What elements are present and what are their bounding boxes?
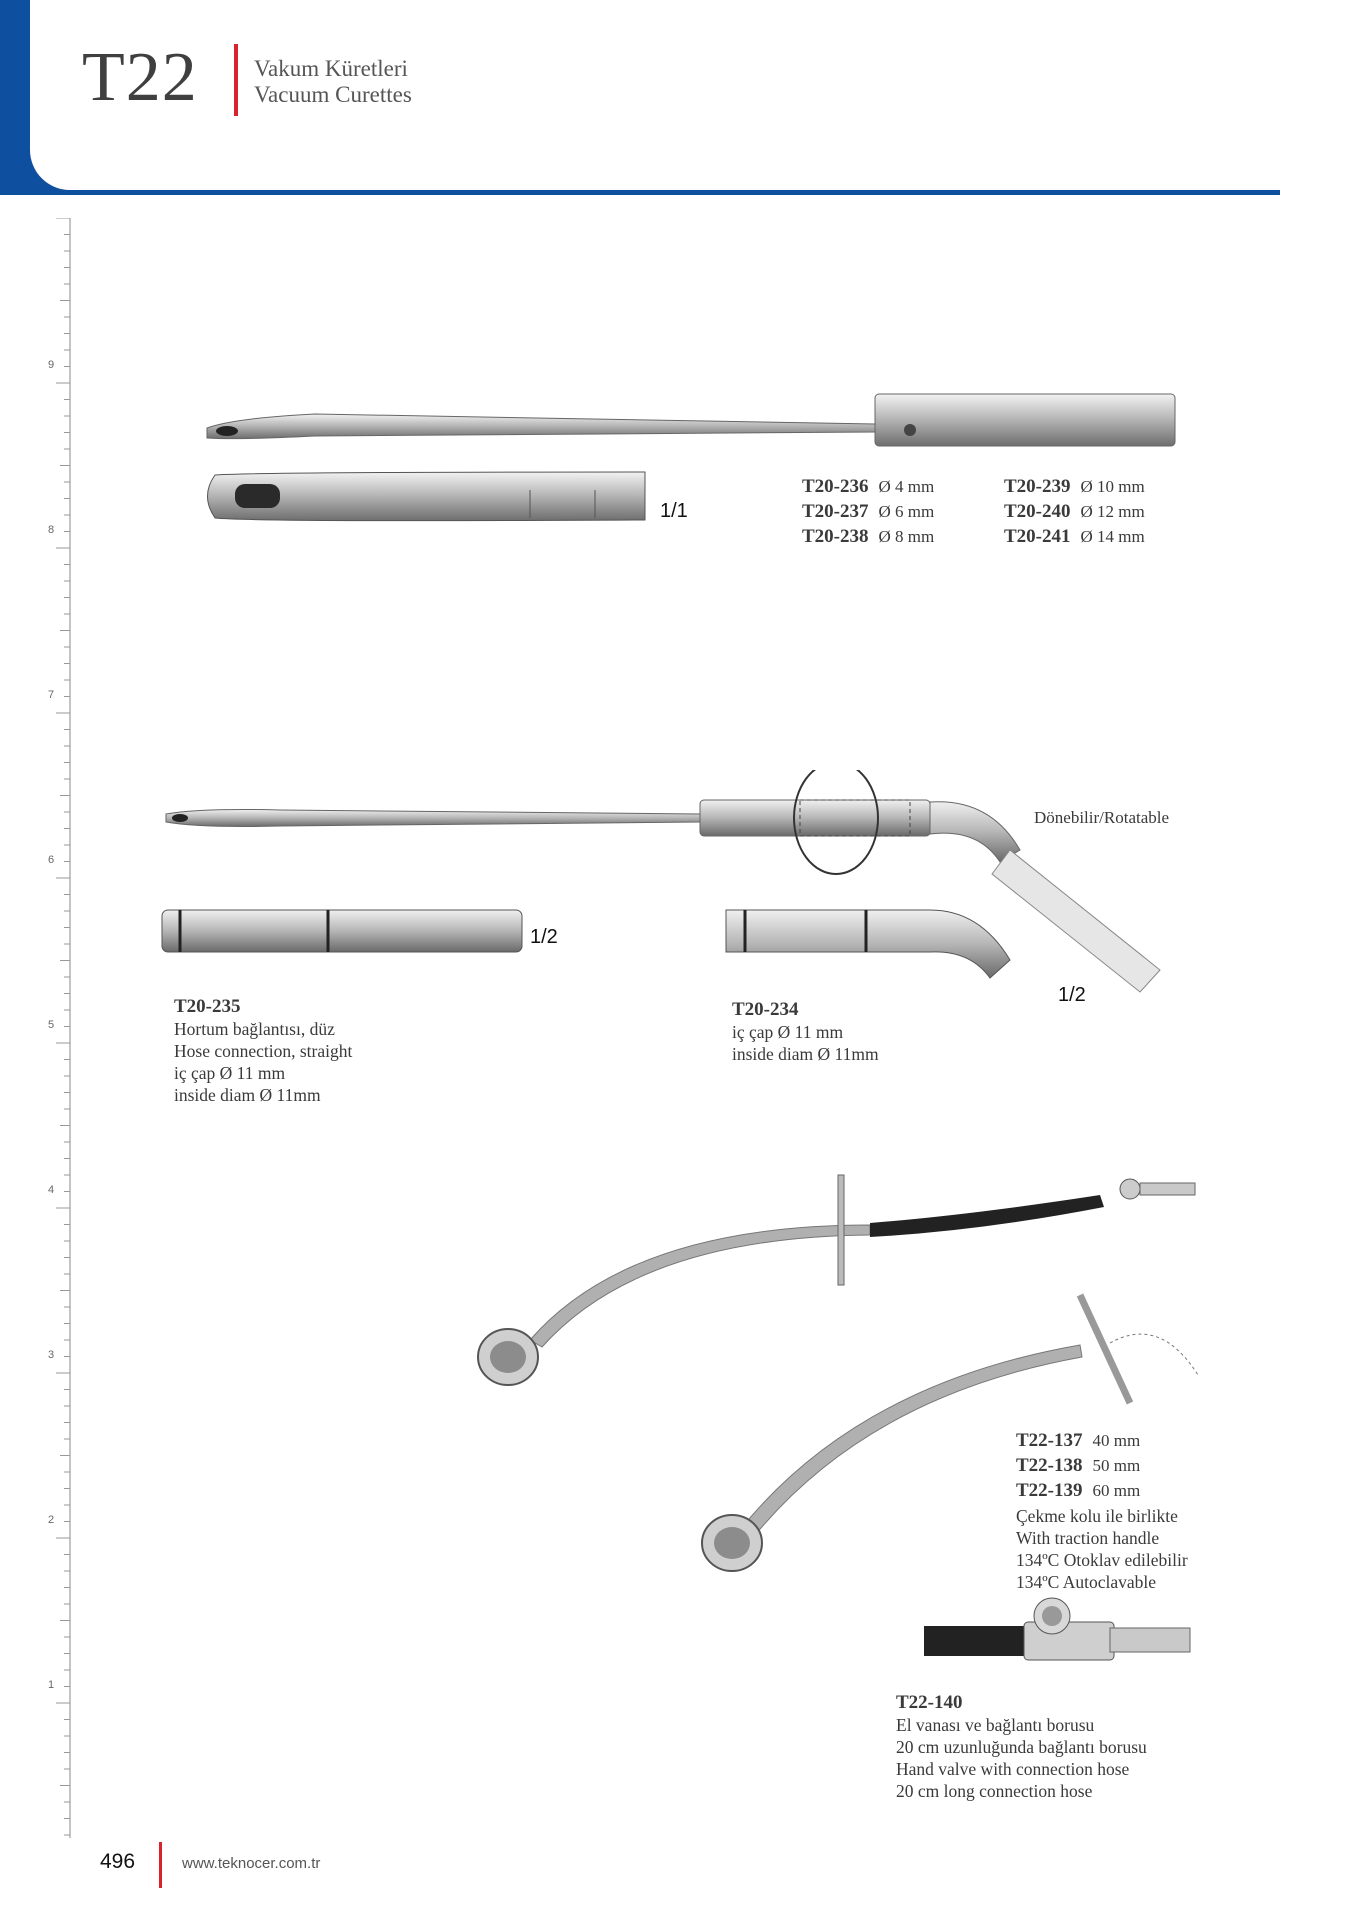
desc-line: Hortum bağlantısı, düz	[174, 1019, 335, 1039]
product-code: T22-140	[896, 1692, 963, 1713]
product-spec: 50 mm	[1092, 1456, 1141, 1475]
product-row-T20-239: T20-239 Ø 10 mm	[1004, 476, 1145, 498]
hand-valve-image	[924, 1597, 1191, 1661]
product-block-T20-234: T20-234 iç çap Ø 11 mm inside diam Ø 11m…	[732, 999, 879, 1065]
ruler-mark-6: 6	[48, 854, 54, 866]
desc-line: El vanası ve bağlantı borusu	[896, 1715, 1095, 1735]
vacuum-cup-with-traction-image	[701, 1293, 1199, 1572]
vacuum-cup-illustration	[477, 1174, 1199, 1572]
ruler-mark-1: 1	[48, 1679, 54, 1691]
header-blue-tab	[0, 0, 30, 195]
product-description-T22: Çekme kolu ile birlikte With traction ha…	[1016, 1505, 1188, 1593]
ruler-ticks	[56, 218, 70, 1836]
product-code: T20-238	[802, 526, 869, 547]
angled-hose-connection-image	[725, 909, 1011, 979]
desc-line: inside diam Ø 11mm	[174, 1085, 321, 1105]
product-spec: Ø 8 mm	[878, 527, 935, 546]
ruler-mark-8: 8	[48, 524, 54, 536]
product-spec: Ø 4 mm	[878, 477, 935, 496]
footer-red-divider	[159, 1842, 162, 1888]
product-spec: Ø 12 mm	[1080, 502, 1145, 521]
product-spec: Ø 10 mm	[1080, 477, 1145, 496]
header-blue-line	[30, 190, 1280, 195]
page-number: 496	[100, 1850, 136, 1873]
scale-label-angled: 1/2	[1058, 984, 1086, 1006]
product-code: T20-237	[802, 501, 869, 522]
product-code: T22-138	[1016, 1455, 1083, 1476]
rotatable-curette-illustration	[161, 770, 1161, 993]
product-code: T22-139	[1016, 1480, 1083, 1501]
product-code: T20-239	[1004, 476, 1071, 497]
product-spec: 40 mm	[1092, 1431, 1141, 1450]
product-row-T20-236: T20-236 Ø 4 mm	[802, 476, 934, 498]
straight-hose-connection-image	[161, 909, 523, 953]
product-block-T20-235: T20-235 Hortum bağlantısı, düz Hose conn…	[174, 996, 352, 1106]
chapter-code: T22	[82, 39, 198, 116]
product-row-T22-137: T22-137 40 mm	[1016, 1430, 1140, 1452]
ruler-labels: 9 8 7 6 5 4 3 2 1 in	[48, 359, 54, 1691]
ruler-mark-3: 3	[48, 1349, 54, 1361]
desc-line: With traction handle	[1016, 1528, 1160, 1548]
product-spec: Ø 14 mm	[1080, 527, 1145, 546]
ruler-mark-9: 9	[48, 359, 54, 371]
product-row-T20-237: T20-237 Ø 6 mm	[802, 501, 934, 523]
vacuum-cup-with-hose-image	[477, 1174, 1196, 1386]
desc-line: 20 cm uzunluğunda bağlantı borusu	[896, 1737, 1147, 1757]
rotatable-curette-image	[165, 770, 1161, 993]
page-title-en: Vacuum Curettes	[254, 82, 412, 107]
ruler-mark-7: 7	[48, 689, 54, 701]
desc-line: Hose connection, straight	[174, 1041, 353, 1061]
ruler-mark-2: 2	[48, 1514, 54, 1526]
product-code: T22-137	[1016, 1430, 1083, 1451]
curette-tip-closeup-image	[207, 471, 646, 522]
hand-valve-illustration	[924, 1597, 1191, 1661]
product-code: T20-236	[802, 476, 869, 497]
page-title-tr: Vakum Küretleri	[254, 56, 408, 81]
desc-line: 20 cm long connection hose	[896, 1781, 1093, 1801]
product-code: T20-240	[1004, 501, 1071, 522]
desc-line: iç çap Ø 11 mm	[732, 1022, 844, 1042]
product-row-T20-241: T20-241 Ø 14 mm	[1004, 526, 1145, 548]
desc-line: Hand valve with connection hose	[896, 1759, 1130, 1779]
product-spec: 60 mm	[1092, 1481, 1141, 1500]
curette-illustration	[206, 393, 1176, 522]
desc-line: 134ºC Autoclavable	[1016, 1572, 1157, 1592]
inch-ruler: 9 8 7 6 5 4 3 2 1 in	[48, 218, 71, 1838]
product-code: T20-241	[1004, 526, 1071, 547]
rotatable-label: Dönebilir/Rotatable	[1034, 808, 1170, 827]
desc-line: iç çap Ø 11 mm	[174, 1063, 286, 1083]
desc-line: 134ºC Otoklav edilebilir	[1016, 1550, 1188, 1570]
website-link[interactable]: www.teknocer.com.tr	[182, 1855, 321, 1872]
product-row-T20-240: T20-240 Ø 12 mm	[1004, 501, 1145, 523]
product-row-T22-139: T22-139 60 mm	[1016, 1480, 1140, 1502]
ruler-mark-4: 4	[48, 1184, 54, 1196]
product-code: T20-235	[174, 996, 241, 1017]
product-spec: Ø 6 mm	[878, 502, 935, 521]
product-row-T22-138: T22-138 50 mm	[1016, 1455, 1140, 1477]
product-code: T20-234	[732, 999, 799, 1020]
curette-full-image	[206, 393, 1176, 447]
product-row-T20-238: T20-238 Ø 8 mm	[802, 526, 934, 548]
scale-label-1-1: 1/1	[660, 500, 688, 522]
scale-label-straight: 1/2	[530, 926, 558, 948]
product-block-T22-140: T22-140 El vanası ve bağlantı borusu 20 …	[896, 1692, 1147, 1802]
desc-line: Çekme kolu ile birlikte	[1016, 1506, 1178, 1526]
ruler-mark-5: 5	[48, 1019, 54, 1031]
desc-line: inside diam Ø 11mm	[732, 1044, 879, 1064]
header-red-divider	[234, 44, 238, 116]
